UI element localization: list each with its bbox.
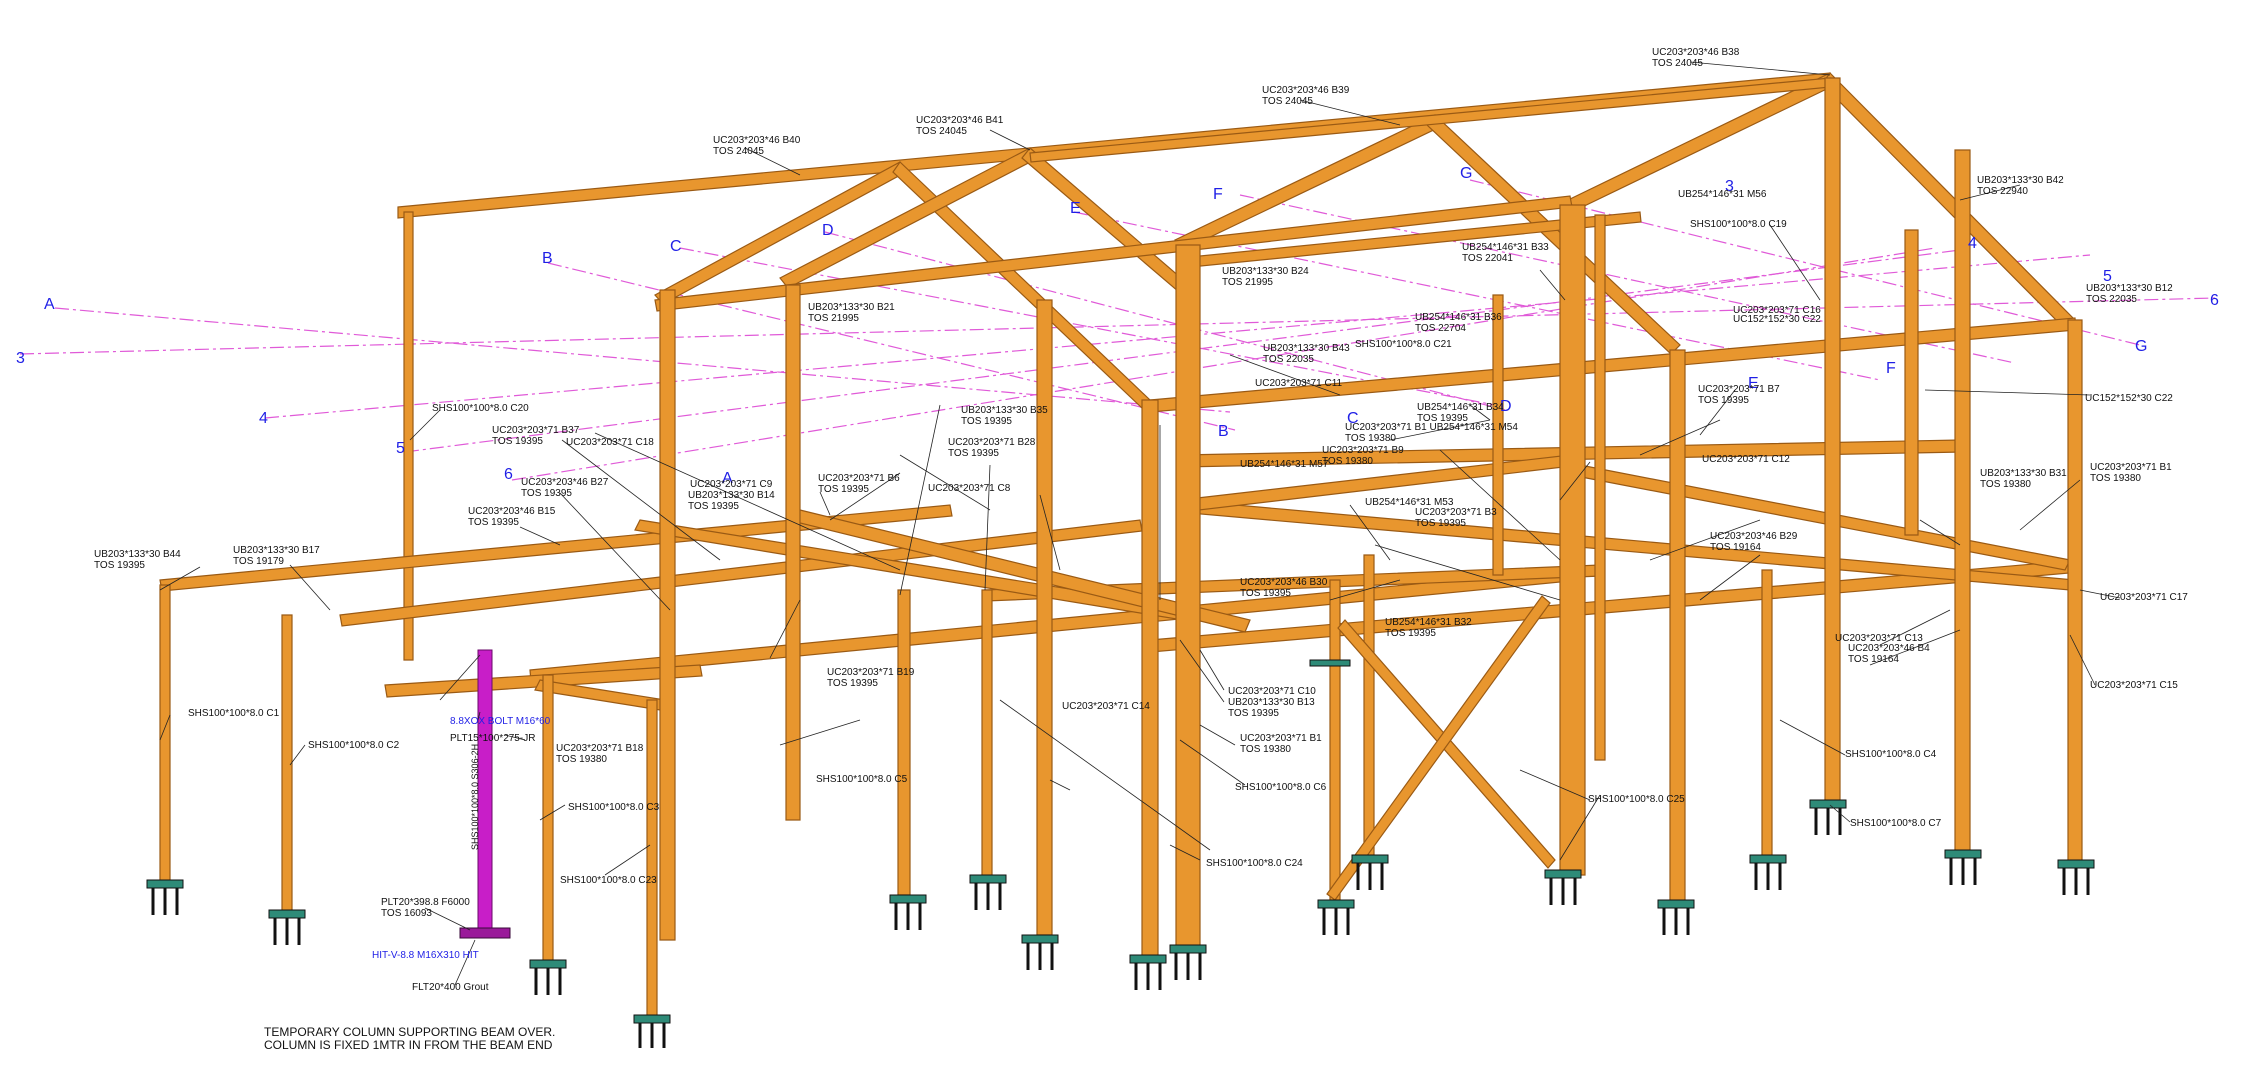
leader-lines (159, 61, 2121, 986)
temporary-column (459, 649, 511, 939)
steel-members (159, 72, 2083, 1021)
base-plates (146, 659, 2095, 1048)
